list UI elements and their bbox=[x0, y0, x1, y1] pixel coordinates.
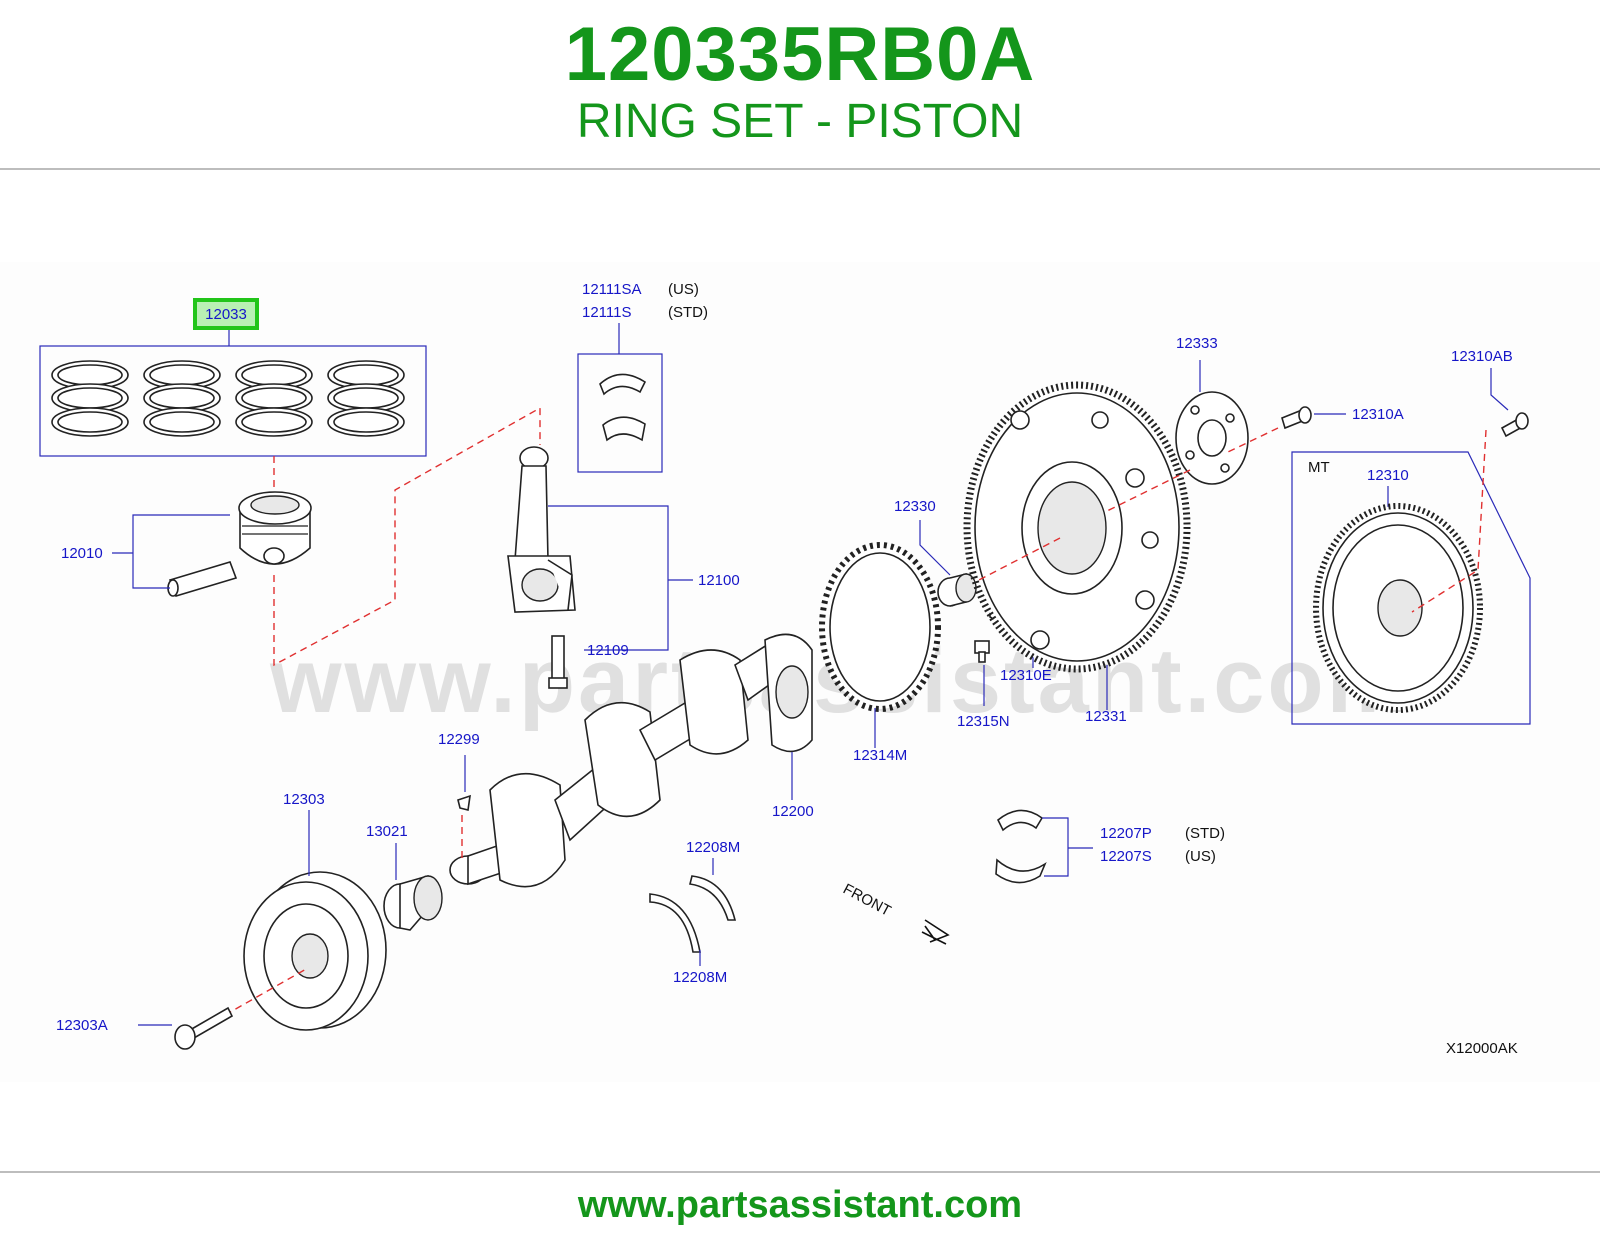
mt-flywheel bbox=[1313, 503, 1483, 713]
ring-set-box bbox=[39, 345, 427, 457]
crank-pulley bbox=[243, 871, 387, 1031]
signal-plate bbox=[819, 542, 941, 712]
header-divider bbox=[0, 168, 1600, 170]
crank-sprocket bbox=[383, 875, 443, 931]
callout-12310AB[interactable]: 12310AB bbox=[1451, 348, 1513, 365]
exploded-view-svg: www.partsassistant.com 12033 bbox=[39, 281, 1531, 1057]
crankshaft bbox=[449, 633, 813, 888]
callout-12207S-note: (US) bbox=[1185, 848, 1216, 865]
callout-12100[interactable]: 12100 bbox=[698, 572, 740, 589]
callout-12208M-bottom[interactable]: 12208M bbox=[673, 969, 727, 986]
flywheel-bolt-a bbox=[1281, 406, 1312, 430]
connecting-rod bbox=[507, 446, 576, 613]
piston-rings bbox=[51, 360, 405, 437]
callout-12111SA-note: (US) bbox=[668, 281, 699, 298]
flywheel-bolt-ab bbox=[1500, 412, 1529, 438]
page-header: 120335RB0A RING SET - PISTON bbox=[0, 0, 1600, 168]
mt-label: MT bbox=[1308, 459, 1330, 476]
front-arrow-icon bbox=[921, 919, 950, 945]
callout-12303[interactable]: 12303 bbox=[283, 791, 325, 808]
part-description: RING SET - PISTON bbox=[576, 95, 1024, 148]
callout-12109[interactable]: 12109 bbox=[587, 642, 629, 659]
callout-12208M-top[interactable]: 12208M bbox=[686, 839, 740, 856]
drive-plate bbox=[963, 381, 1191, 673]
callout-12315N[interactable]: 12315N bbox=[957, 713, 1010, 730]
parts-diagram: www.partsassistant.com 12033 bbox=[0, 262, 1600, 1082]
mt-flywheel-box bbox=[1291, 451, 1531, 725]
conrod-bearings bbox=[599, 373, 647, 442]
piston-pin bbox=[167, 561, 238, 597]
conrod-bolt bbox=[548, 635, 568, 689]
conrod-bearing-box bbox=[577, 353, 663, 473]
thrust-washers bbox=[649, 875, 737, 953]
woodruff-key bbox=[457, 794, 471, 811]
front-label: FRONT bbox=[840, 881, 894, 920]
callout-12207S[interactable]: 12207S bbox=[1100, 848, 1152, 865]
callout-12207P[interactable]: 12207P bbox=[1100, 825, 1152, 842]
callout-12333[interactable]: 12333 bbox=[1176, 335, 1218, 352]
pilot-bushing bbox=[937, 572, 977, 607]
callout-12111S[interactable]: 12111S bbox=[582, 304, 632, 321]
footer-divider bbox=[0, 1171, 1600, 1173]
diagram-code: X12000AK bbox=[1446, 1040, 1518, 1057]
callout-12207P-note: (STD) bbox=[1185, 825, 1225, 842]
callout-12033[interactable]: 12033 bbox=[205, 306, 247, 323]
callout-12314M[interactable]: 12314M bbox=[853, 747, 907, 764]
callout-12310E[interactable]: 12310E bbox=[1000, 667, 1052, 684]
footer-site-link[interactable]: www.partsassistant.com bbox=[577, 1184, 1023, 1226]
callout-12303A[interactable]: 12303A bbox=[56, 1017, 108, 1034]
callout-12111SA[interactable]: 12111SA bbox=[582, 281, 642, 298]
main-bearings bbox=[995, 809, 1047, 884]
callout-12010[interactable]: 12010 bbox=[61, 545, 103, 562]
callout-12200[interactable]: 12200 bbox=[772, 803, 814, 820]
callout-12033-highlight[interactable]: 12033 bbox=[193, 298, 259, 330]
callout-12111S-note: (STD) bbox=[668, 304, 708, 321]
callout-12310A[interactable]: 12310A bbox=[1352, 406, 1404, 423]
callout-13021[interactable]: 13021 bbox=[366, 823, 408, 840]
pulley-bolt bbox=[174, 1006, 234, 1050]
reinforcement-plate bbox=[1175, 391, 1249, 485]
callout-12310[interactable]: 12310 bbox=[1367, 467, 1409, 484]
callout-12330[interactable]: 12330 bbox=[894, 498, 936, 515]
part-number-title: 120335RB0A bbox=[564, 12, 1036, 97]
plate-bolt bbox=[974, 640, 990, 663]
callout-12331[interactable]: 12331 bbox=[1085, 708, 1127, 725]
piston bbox=[238, 491, 312, 565]
callout-12299[interactable]: 12299 bbox=[438, 731, 480, 748]
